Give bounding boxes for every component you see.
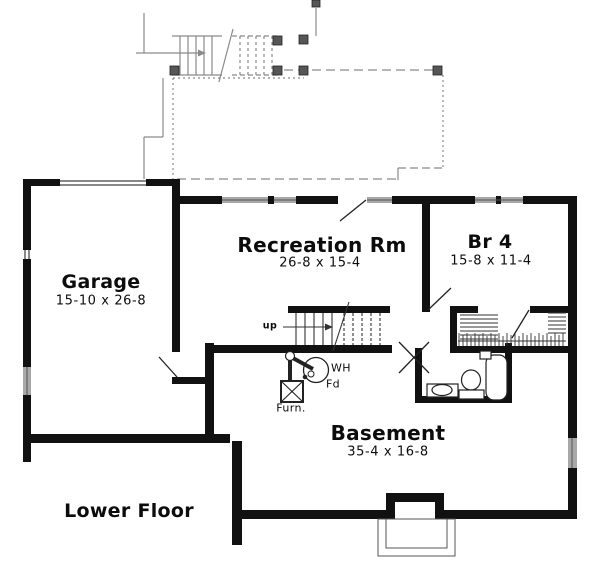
interior-stairs: [283, 301, 381, 352]
mechanical-equipment: [280, 350, 330, 403]
bathroom-fixtures: [426, 350, 508, 401]
closet-shelving: [458, 312, 566, 342]
stairs-up-arrowhead: [325, 323, 333, 331]
garage-door-opening: [24, 180, 146, 259]
walls: [23, 179, 577, 545]
deck-outline: [136, 8, 444, 180]
furnace: [280, 380, 304, 403]
deck-stair-arrowhead: [198, 49, 206, 57]
windows: [23, 197, 577, 468]
floor-drain: [302, 374, 308, 380]
water-heater: [302, 356, 330, 384]
closet-rod-hangers: [458, 333, 564, 346]
bottom-stoop: [377, 518, 456, 557]
deck-posts: [169, 0, 443, 76]
